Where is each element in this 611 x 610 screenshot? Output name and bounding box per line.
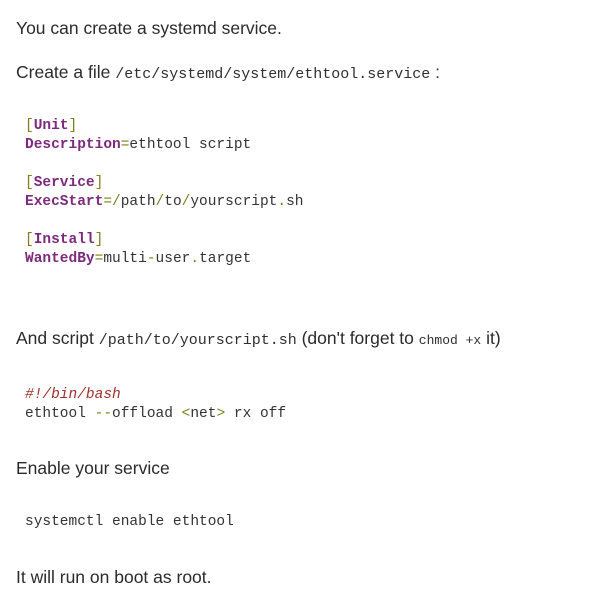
chmod-note-open: (don't forget to [301, 328, 414, 348]
create-file-colon: : [435, 62, 441, 82]
path-dot: . [277, 194, 287, 210]
code-line-systemctl: systemctl enable ethtool [25, 513, 595, 532]
bracket-close: ] [94, 232, 104, 248]
script-path-inline-code: /path/to/yourscript.sh [98, 332, 297, 349]
placeholder-interface: net [190, 406, 217, 422]
path-extension: sh [286, 194, 304, 210]
target-segment: target [199, 251, 252, 267]
flag-name: offload [112, 406, 173, 422]
path-segment: path [120, 194, 156, 210]
bracket-open: [ [25, 175, 34, 191]
systemd-unit-code-block: [Unit]Description=ethtool script [Servic… [0, 117, 611, 269]
closing-paragraph: It will run on boot as root. [16, 567, 212, 587]
code-line-service-section: [Service] [25, 174, 595, 193]
bracket-close: ] [94, 175, 104, 191]
systemctl-command: systemctl enable ethtool [25, 514, 234, 530]
section-name-install: Install [33, 232, 95, 248]
code-line-blank [25, 212, 595, 231]
systemctl-code-block: systemctl enable ethtool [0, 513, 611, 532]
create-file-prefix: Create a file [16, 62, 111, 82]
target-dash: - [146, 251, 156, 267]
code-line-ethtool-command: ethtool --offload <net> rx off [25, 405, 595, 424]
and-script-prefix: And script [16, 328, 94, 348]
code-line-execstart: ExecStart=/path/to/yourscript.sh [25, 193, 595, 212]
command-args: rx off [233, 406, 287, 422]
equals-operator: = [120, 137, 130, 153]
value-description: ethtool script [129, 137, 252, 153]
chmod-note-close: it) [486, 328, 501, 348]
target-segment: multi [103, 251, 147, 267]
section-name-service: Service [33, 175, 95, 191]
systemd-unit-path-inline-code: /etc/systemd/system/ethtool.service [115, 66, 431, 83]
angle-bracket-open: < [181, 406, 191, 422]
code-line-unit-section: [Unit] [25, 117, 595, 136]
bash-script-code-block: #!/bin/bash ethtool --offload <net> rx of… [0, 386, 611, 424]
path-slash: / [181, 194, 191, 210]
code-line-description: Description=ethtool script [25, 136, 595, 155]
target-segment: user [155, 251, 191, 267]
path-segment: to [164, 194, 182, 210]
bracket-close: ] [68, 118, 78, 134]
code-line-blank [25, 155, 595, 174]
bracket-open: [ [25, 232, 34, 248]
equals-operator: = [94, 251, 104, 267]
path-slash: / [155, 194, 165, 210]
section-name-unit: Unit [33, 118, 69, 134]
path-segment: yourscript [190, 194, 278, 210]
equals-operator: = [103, 194, 113, 210]
key-wantedby: WantedBy [25, 251, 95, 267]
angle-bracket-close: > [216, 406, 226, 422]
flag-dashes: -- [94, 406, 113, 422]
intro-paragraph: You can create a systemd service. [16, 18, 282, 38]
key-description: Description [25, 137, 121, 153]
path-slash: / [112, 194, 121, 210]
key-execstart: ExecStart [25, 194, 104, 210]
and-script-paragraph: And script /path/to/yourscript.sh (don't… [0, 327, 611, 352]
create-file-paragraph: Create a file /etc/systemd/system/ethtoo… [0, 61, 611, 86]
code-line-wantedby: WantedBy=multi-user.target [25, 250, 595, 269]
code-line-shebang: #!/bin/bash [25, 386, 595, 405]
bracket-open: [ [25, 118, 34, 134]
command-name: ethtool [25, 406, 86, 422]
enable-service-paragraph: Enable your service [16, 458, 170, 478]
code-line-install-section: [Install] [25, 231, 595, 250]
chmod-inline-code: chmod +x [418, 333, 482, 348]
shebang-comment: #!/bin/bash [25, 387, 121, 403]
target-dot: . [190, 251, 200, 267]
